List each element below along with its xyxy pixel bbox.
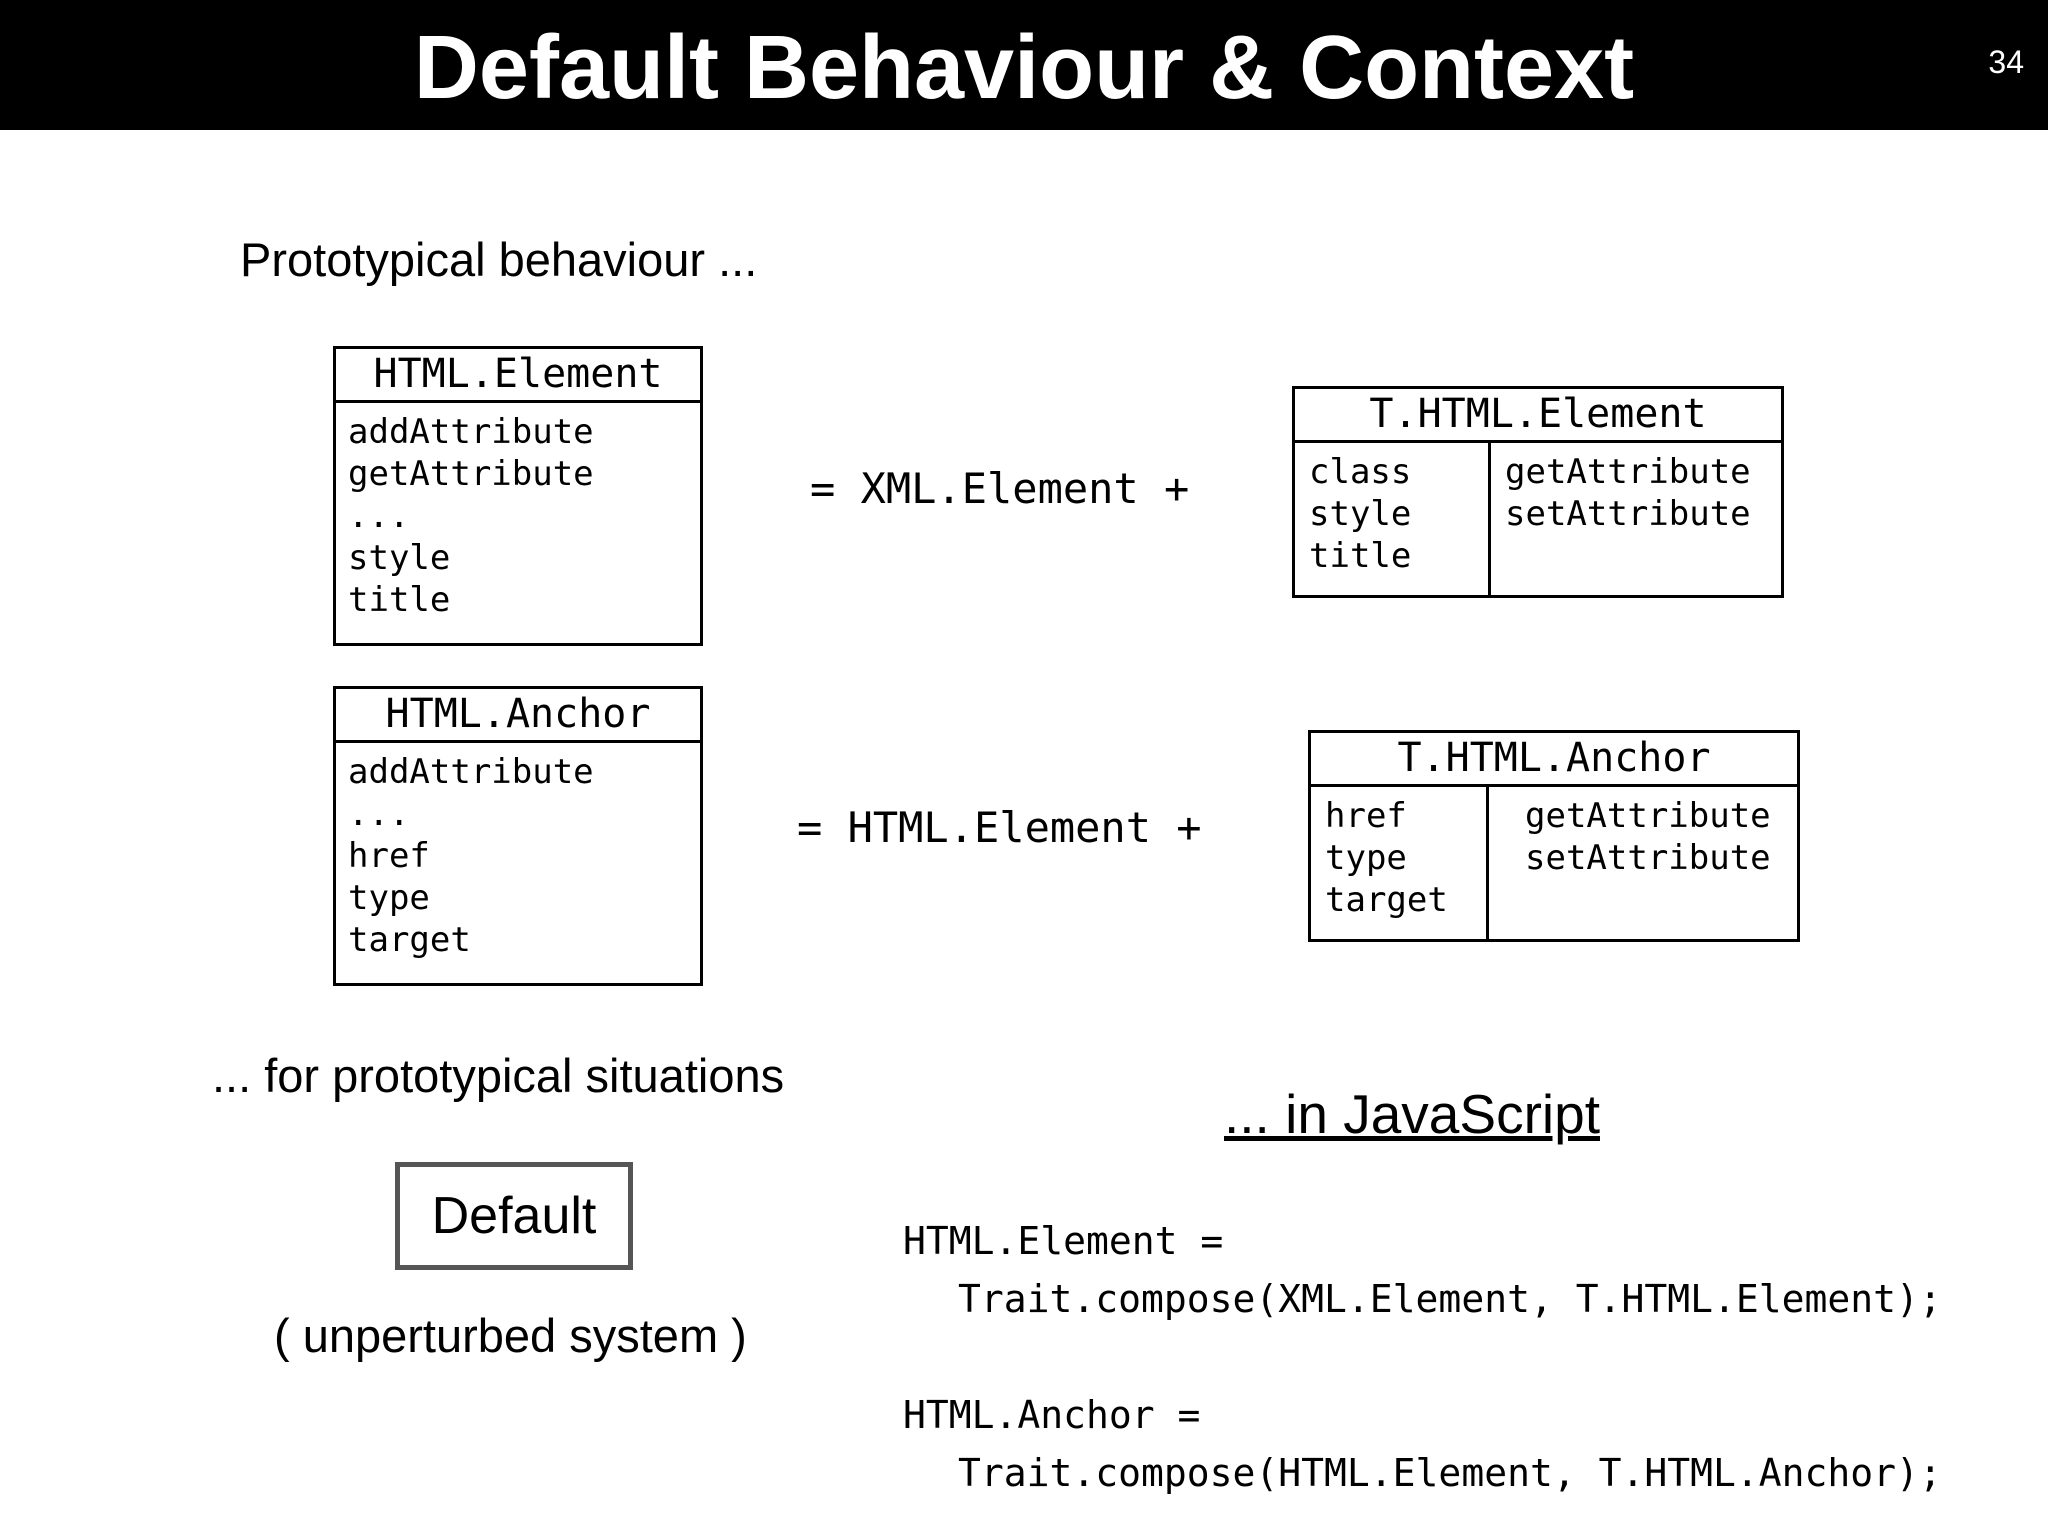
javascript-title: ... in JavaScript — [1224, 1083, 1600, 1145]
html-anchor-box: HTML.Anchor addAttribute ... href type t… — [333, 686, 703, 986]
slide-title: Default Behaviour & Context — [413, 18, 1635, 118]
trait-item: href — [1325, 796, 1407, 836]
unperturbed-system-caption: ( unperturbed system ) — [274, 1309, 747, 1362]
trait-item: setAttribute — [1505, 494, 1751, 534]
t-html-element-box-title: T.HTML.Element — [1295, 389, 1781, 443]
box-item: title — [348, 580, 451, 620]
trait-item: style — [1309, 494, 1412, 534]
trait-item: getAttribute — [1525, 796, 1771, 836]
t-html-element-method-column: getAttribute setAttribute — [1491, 443, 1765, 595]
t-html-anchor-state-column: href type target — [1311, 787, 1489, 939]
t-html-element-state-column: class style title — [1295, 443, 1491, 595]
box-item: addAttribute — [348, 752, 594, 792]
t-html-anchor-columns: href type target getAttribute setAttribu… — [1311, 787, 1797, 939]
box-item: target — [348, 920, 471, 960]
box-item: ... — [348, 794, 410, 834]
t-html-element-columns: class style title getAttribute setAttrib… — [1295, 443, 1781, 595]
slide-number: 34 — [1988, 44, 2024, 80]
t-html-anchor-box-title: T.HTML.Anchor — [1311, 733, 1797, 787]
trait-item: class — [1309, 452, 1412, 492]
html-anchor-box-title: HTML.Anchor — [336, 689, 700, 743]
trait-item: setAttribute — [1525, 838, 1771, 878]
prototypical-situations-caption: ... for prototypical situations — [212, 1049, 785, 1102]
code-line-3: HTML.Anchor = — [903, 1393, 1201, 1437]
html-anchor-box-body: addAttribute ... href type target — [336, 743, 700, 969]
box-item: getAttribute — [348, 454, 594, 494]
box-item: ... — [348, 496, 410, 536]
box-item: style — [348, 538, 451, 578]
box-item: href — [348, 836, 430, 876]
box-item: type — [348, 878, 430, 918]
box-item: addAttribute — [348, 412, 594, 452]
prototypical-behaviour-caption: Prototypical behaviour ... — [240, 233, 758, 286]
html-element-box: HTML.Element addAttribute getAttribute .… — [333, 346, 703, 646]
trait-item: target — [1325, 880, 1448, 920]
code-line-4: Trait.compose(HTML.Element, T.HTML.Ancho… — [958, 1451, 1942, 1495]
html-element-box-title: HTML.Element — [336, 349, 700, 403]
equation-xml-element: = XML.Element + — [810, 464, 1190, 513]
trait-item: getAttribute — [1505, 452, 1751, 492]
t-html-anchor-method-column: getAttribute setAttribute — [1489, 787, 1785, 939]
trait-item: type — [1325, 838, 1407, 878]
html-element-box-body: addAttribute getAttribute ... style titl… — [336, 403, 700, 629]
code-line-1: HTML.Element = — [903, 1219, 1224, 1263]
default-label: Default — [431, 1187, 597, 1245]
t-html-element-box: T.HTML.Element class style title getAttr… — [1292, 386, 1784, 598]
equation-html-element: = HTML.Element + — [797, 803, 1202, 852]
t-html-anchor-box: T.HTML.Anchor href type target getAttrib… — [1308, 730, 1800, 942]
default-box: Default — [395, 1162, 633, 1270]
code-line-2: Trait.compose(XML.Element, T.HTML.Elemen… — [958, 1277, 1942, 1321]
slide-header: Default Behaviour & Context 34 — [0, 0, 2048, 130]
trait-item: title — [1309, 536, 1412, 576]
